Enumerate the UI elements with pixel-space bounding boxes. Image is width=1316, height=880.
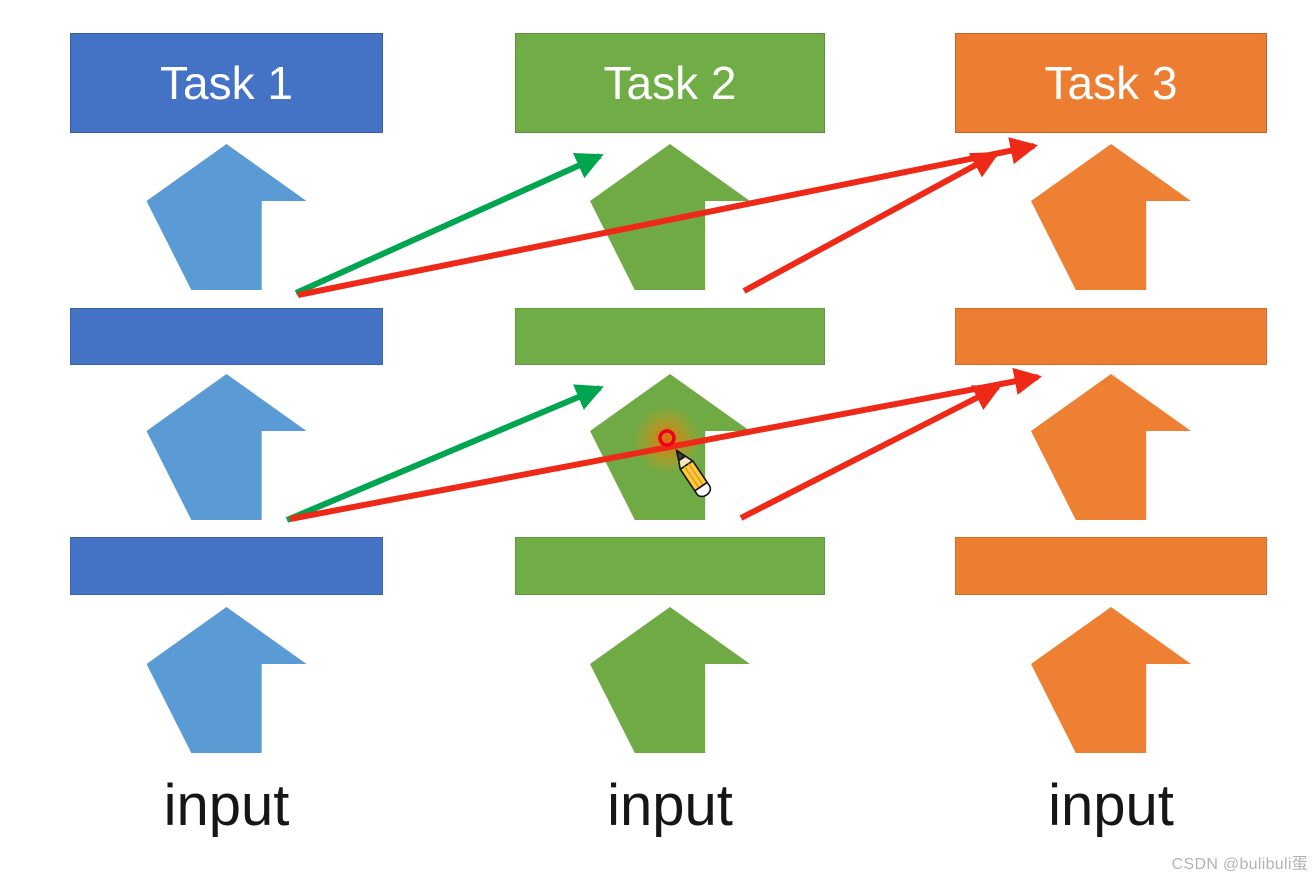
task2-up-arrow-middle bbox=[590, 374, 750, 520]
watermark: CSDN @bulibuli蛋 bbox=[1171, 856, 1308, 873]
task2-up-arrow-bottom bbox=[590, 607, 750, 753]
task2-column: Task 2 input bbox=[515, 0, 825, 880]
task1-up-arrow-top bbox=[146, 144, 307, 290]
task1-label: Task 1 bbox=[160, 57, 293, 109]
task3-header-box: Task 3 bbox=[955, 33, 1267, 133]
task3-column: Task 3 input bbox=[955, 0, 1267, 880]
task1-layer-bar-upper bbox=[70, 308, 383, 365]
task1-column: Task 1 input bbox=[70, 0, 383, 880]
task3-label: Task 3 bbox=[1044, 57, 1178, 109]
task3-layer-bar-upper bbox=[955, 308, 1267, 365]
task2-input-label: input bbox=[607, 773, 733, 838]
task3-up-arrow-middle bbox=[1031, 374, 1191, 520]
task2-header-box: Task 2 bbox=[515, 33, 825, 133]
task3-input-label: input bbox=[1048, 773, 1174, 838]
task1-input-label: input bbox=[163, 773, 290, 838]
task3-up-arrow-top bbox=[1031, 144, 1191, 290]
task2-label: Task 2 bbox=[603, 57, 737, 109]
task2-layer-bar-upper bbox=[515, 308, 825, 365]
task3-up-arrow-bottom bbox=[1031, 607, 1191, 753]
task2-layer-bar-lower bbox=[515, 537, 825, 595]
task1-up-arrow-middle bbox=[146, 374, 307, 520]
task1-up-arrow-bottom bbox=[146, 607, 307, 753]
task1-layer-bar-lower bbox=[70, 537, 383, 595]
task2-up-arrow-top bbox=[590, 144, 750, 290]
task1-header-box: Task 1 bbox=[70, 33, 383, 133]
task3-layer-bar-lower bbox=[955, 537, 1267, 595]
